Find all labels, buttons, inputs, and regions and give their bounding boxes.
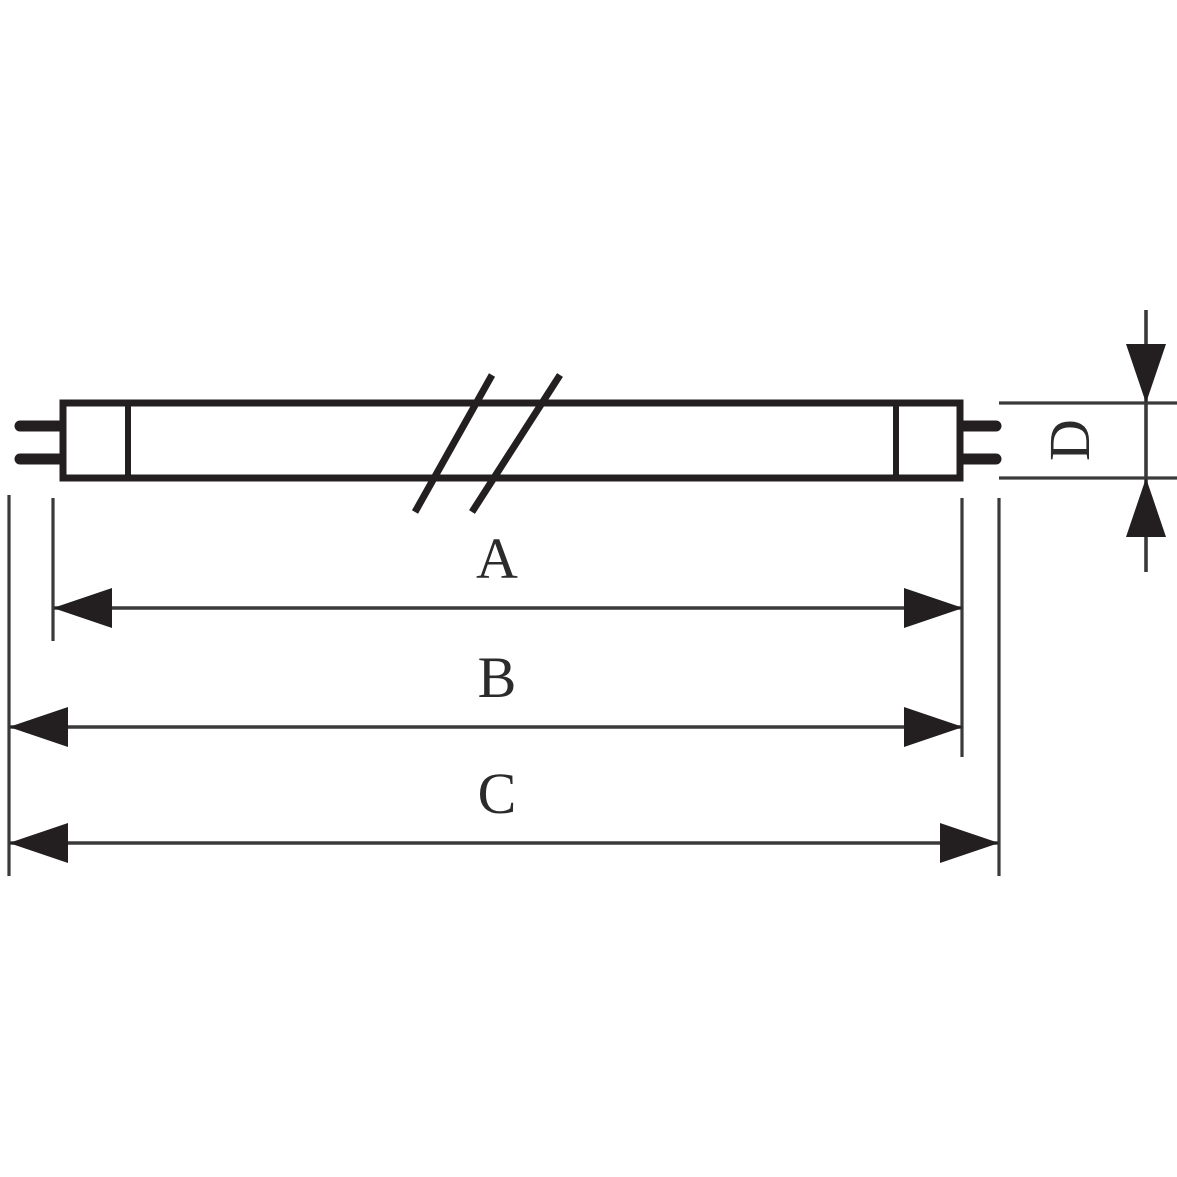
fluorescent-tube: [14, 373, 1002, 514]
dimension-b-arrow-right: [904, 707, 963, 747]
dimension-c-label: C: [478, 761, 517, 826]
lamp-pins-left: [14, 420, 72, 465]
dimension-b: B: [9, 645, 963, 747]
dimension-a-label: A: [476, 526, 518, 591]
dimension-d-label: D: [1037, 419, 1102, 461]
extension-lines-group: [7, 401, 1177, 876]
dimension-c-arrow-right: [940, 823, 999, 863]
break-marks: [411, 373, 563, 514]
dimension-c-arrow-left: [9, 823, 68, 863]
dimension-d-arrow-bottom: [1126, 478, 1166, 537]
break-mark-left: [411, 373, 496, 514]
tube-edges-over-break: [416, 399, 548, 482]
break-mark-right: [469, 373, 563, 514]
dimension-d-arrow-top: [1126, 344, 1166, 403]
dimension-a-arrow-right: [904, 588, 963, 628]
dimension-a: A: [53, 526, 963, 628]
dimension-b-arrow-left: [9, 707, 68, 747]
dimension-a-arrow-left: [53, 588, 112, 628]
dimension-d: D: [1037, 310, 1166, 572]
dimension-b-label: B: [478, 645, 517, 710]
dimension-c: C: [9, 761, 999, 863]
